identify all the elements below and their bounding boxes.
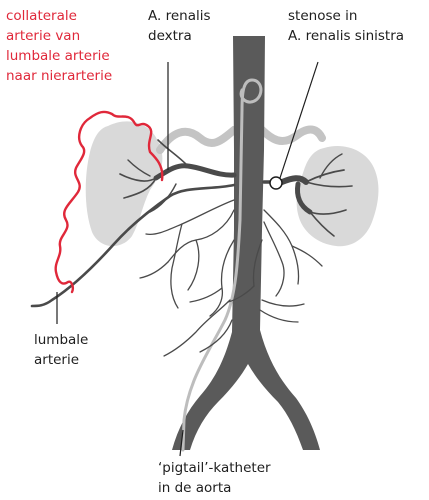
pigtail-line-2: in de aorta — [158, 478, 271, 498]
stenosis-marker — [270, 177, 282, 189]
stenose-line-1: stenose in — [288, 6, 404, 26]
left-kidney — [297, 146, 379, 246]
renalis-dextra-line-2: dextra — [148, 26, 211, 46]
stenose-line-2: A. renalis sinistra — [288, 26, 404, 46]
pigtail-catheter-label: ‘pigtail’-katheter in de aorta — [158, 458, 271, 498]
renalis-dextra-line-1: A. renalis — [148, 6, 211, 26]
lumbale-line-2: arterie — [34, 350, 88, 370]
collateral-label-line-3: lumbale arterie — [6, 46, 112, 66]
lumbale-arterie-label: lumbale arterie — [34, 330, 88, 370]
collateral-label-line-1: collaterale — [6, 6, 112, 26]
lumbale-line-1: lumbale — [34, 330, 88, 350]
branch-vessels — [140, 200, 322, 356]
aorta — [172, 36, 320, 450]
collateral-label-line-4: naar nierarterie — [6, 66, 112, 86]
collateral-artery-label: collaterale arterie van lumbale arterie … — [6, 6, 112, 86]
pigtail-line-1: ‘pigtail’-katheter — [158, 458, 271, 478]
stenose-label: stenose in A. renalis sinistra — [288, 6, 404, 46]
collateral-label-line-2: arterie van — [6, 26, 112, 46]
renalis-dextra-label: A. renalis dextra — [148, 6, 211, 46]
